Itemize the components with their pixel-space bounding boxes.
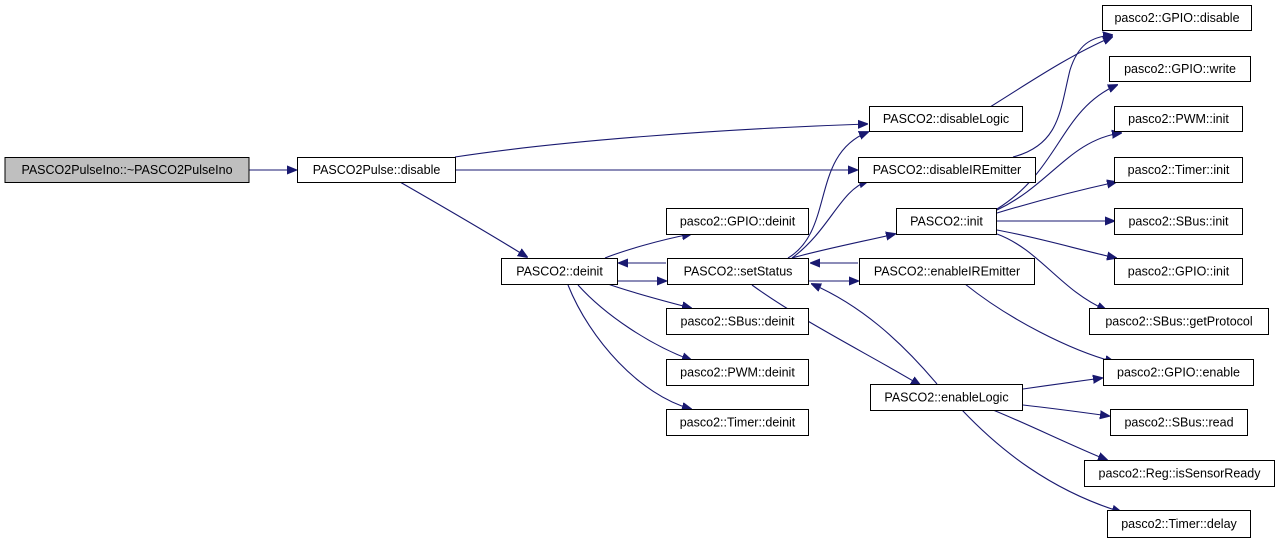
- node-label: pasco2::GPIO::init: [1128, 265, 1230, 279]
- node-label: pasco2::SBus::deinit: [681, 315, 795, 329]
- edge-set-status-to-init: [791, 234, 895, 259]
- node-gpio-deinit[interactable]: pasco2::GPIO::deinit: [666, 208, 809, 235]
- node-label: PASCO2::enableLogic: [884, 391, 1008, 405]
- node-gpio-enable[interactable]: pasco2::GPIO::enable: [1103, 359, 1254, 386]
- node-pwm-deinit[interactable]: pasco2::PWM::deinit: [666, 359, 809, 386]
- node-label: pasco2::SBus::read: [1124, 416, 1233, 430]
- node-label: pasco2::PWM::deinit: [680, 366, 795, 380]
- node-timer-init[interactable]: pasco2::Timer::init: [1114, 157, 1243, 183]
- edge-enable-logic-to-gpio-enable: [1022, 378, 1102, 390]
- node-label: pasco2::GPIO::write: [1124, 62, 1236, 76]
- node-label: pasco2::GPIO::deinit: [680, 215, 796, 229]
- edge-set-status-to-enable-logic: [751, 284, 920, 385]
- edge-disable-ir-to-gpio-disable: [1012, 35, 1112, 158]
- node-label: PASCO2::enableIREmitter: [874, 265, 1020, 279]
- edge-disable-logic-to-gpio-disable: [989, 37, 1112, 108]
- edge-set-status-to-disable-ir: [791, 181, 868, 259]
- node-pwm-init[interactable]: pasco2::PWM::init: [1114, 106, 1243, 132]
- node-pasco2-deinit[interactable]: PASCO2::deinit: [501, 258, 618, 285]
- node-sbus-read[interactable]: pasco2::SBus::read: [1110, 409, 1248, 436]
- node-label: PASCO2::deinit: [516, 265, 603, 279]
- node-sbus-deinit[interactable]: pasco2::SBus::deinit: [666, 308, 809, 335]
- node-label: PASCO2::setStatus: [684, 265, 793, 279]
- edge-pulse-disable-to-deinit: [399, 181, 527, 257]
- node-label: pasco2::GPIO::enable: [1117, 366, 1240, 380]
- node-label: PASCO2PulseIno::~PASCO2PulseIno: [21, 163, 232, 177]
- node-reg-issensorready[interactable]: pasco2::Reg::isSensorReady: [1084, 460, 1275, 487]
- node-pasco2-init[interactable]: PASCO2::init: [896, 208, 997, 235]
- node-gpio-write[interactable]: pasco2::GPIO::write: [1109, 56, 1251, 82]
- edge-pulse-disable-to-disable-logic: [454, 124, 867, 158]
- edge-deinit-to-pwm-deinit: [577, 284, 691, 360]
- node-gpio-disable[interactable]: pasco2::GPIO::disable: [1102, 5, 1252, 31]
- node-label: pasco2::Reg::isSensorReady: [1099, 467, 1262, 481]
- edge-deinit-to-gpio-deinit: [604, 234, 691, 259]
- node-label: pasco2::Timer::delay: [1121, 517, 1237, 531]
- node-label: pasco2::GPIO::disable: [1114, 11, 1239, 25]
- edge-enable-ir-to-gpio-enable: [964, 283, 1114, 362]
- node-label: PASCO2::init: [910, 215, 983, 229]
- edge-init-to-gpio-write: [996, 85, 1117, 210]
- node-pasco2-disablelogic[interactable]: PASCO2::disableLogic: [869, 106, 1023, 132]
- edges: [249, 35, 1121, 512]
- node-timer-delay[interactable]: pasco2::Timer::delay: [1107, 510, 1251, 538]
- node-pasco2-disableiremitter[interactable]: PASCO2::disableIREmitter: [858, 157, 1036, 183]
- node-label: PASCO2::disableLogic: [883, 112, 1009, 126]
- edge-init-to-sbus-getprotocol: [996, 233, 1106, 310]
- node-label: pasco2::PWM::init: [1128, 112, 1229, 126]
- node-label: PASCO2::disableIREmitter: [873, 163, 1021, 177]
- node-label: pasco2::SBus::init: [1128, 215, 1229, 229]
- node-pasco2pulse-disable[interactable]: PASCO2Pulse::disable: [297, 157, 456, 183]
- node-pasco2-setstatus[interactable]: PASCO2::setStatus: [667, 258, 809, 285]
- node-gpio-init[interactable]: pasco2::GPIO::init: [1114, 258, 1243, 285]
- edge-init-to-timer-init: [996, 182, 1116, 214]
- node-pasco2-enablelogic[interactable]: PASCO2::enableLogic: [870, 384, 1023, 411]
- node-label: pasco2::SBus::getProtocol: [1105, 315, 1252, 329]
- node-timer-deinit[interactable]: pasco2::Timer::deinit: [666, 409, 809, 436]
- node-label: pasco2::Timer::deinit: [680, 416, 796, 430]
- edge-enable-logic-to-sbus-read: [1022, 404, 1109, 416]
- edge-enable-logic-to-reg-issensorready: [992, 409, 1107, 460]
- node-root-destructor[interactable]: PASCO2PulseIno::~PASCO2PulseIno: [4, 157, 250, 183]
- edge-init-to-gpio-init: [996, 229, 1116, 258]
- node-sbus-getprotocol[interactable]: pasco2::SBus::getProtocol: [1089, 308, 1269, 335]
- node-sbus-init[interactable]: pasco2::SBus::init: [1114, 208, 1243, 235]
- edge-set-status-to-disable-logic: [787, 132, 868, 259]
- node-label: pasco2::Timer::init: [1128, 163, 1230, 177]
- node-label: PASCO2Pulse::disable: [313, 163, 441, 177]
- edge-deinit-to-timer-deinit: [567, 284, 691, 409]
- edge-enable-logic-to-set-status: [812, 284, 938, 385]
- edge-enable-logic-to-timer-delay: [961, 409, 1121, 512]
- node-pasco2-enableiremitter[interactable]: PASCO2::enableIREmitter: [859, 258, 1035, 285]
- edge-deinit-to-sbus-deinit: [604, 282, 691, 308]
- edge-init-to-pwm-init: [996, 133, 1121, 211]
